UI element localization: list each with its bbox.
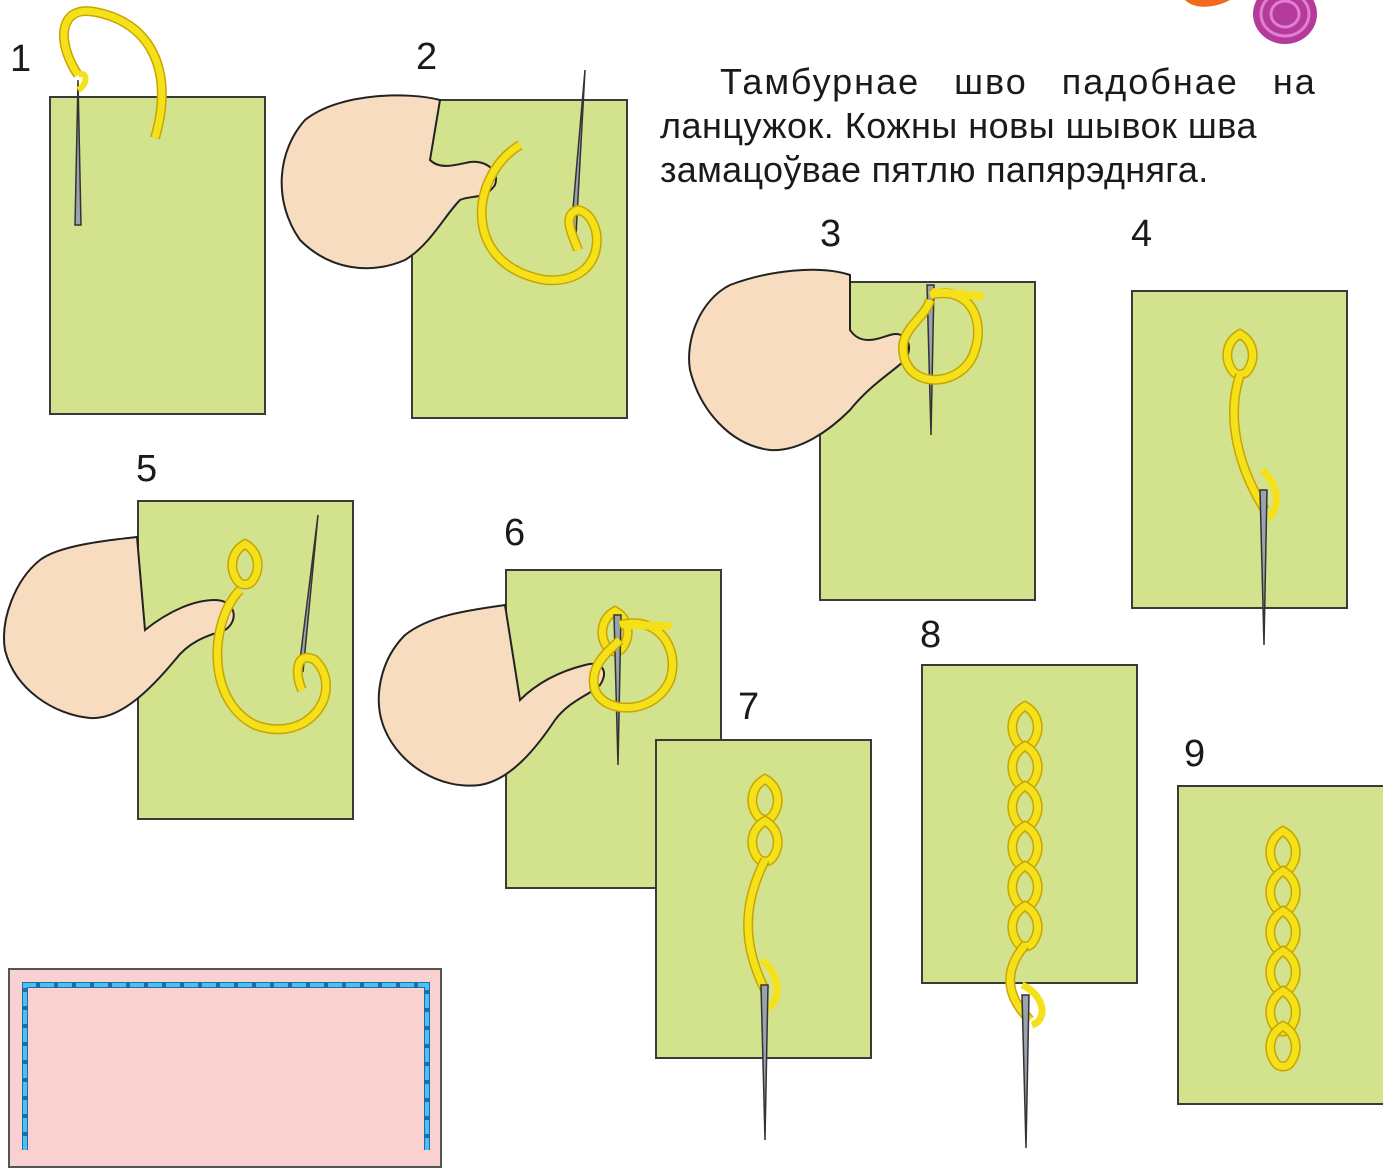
step-3-fabric [819,281,1036,601]
step-number-9: 9 [1184,733,1206,775]
step-number-7: 7 [738,686,760,728]
intro-line-2: ланцужок. Кожны новы шывок шва [660,105,1257,146]
step-number-4: 4 [1131,213,1153,255]
step-number-3: 3 [820,213,842,255]
step-1-fabric [49,96,266,415]
intro-line-3: замацоўвае пятлю папярэдняга. [660,149,1209,190]
step-7-fabric [655,739,872,1059]
pink-fabric-sample [8,968,442,1168]
intro-line-1: Тамбурнае шво падобнае на [720,61,1317,102]
step-number-5: 5 [136,448,158,490]
step-5-fabric [137,500,354,820]
thread-spool-icon [1185,0,1317,44]
step-4-fabric [1131,290,1348,609]
step-8-fabric [921,664,1138,984]
step-number-1: 1 [10,38,32,80]
step-number-2: 2 [416,36,438,78]
step-2-fabric [411,99,628,419]
needle-icon [1021,994,1030,1149]
step-number-8: 8 [920,614,942,656]
step-9-fabric [1177,785,1383,1105]
intro-paragraph: Тамбурнае шво падобнае на ланцужок. Кожн… [660,60,1383,192]
step-number-6: 6 [504,512,526,554]
